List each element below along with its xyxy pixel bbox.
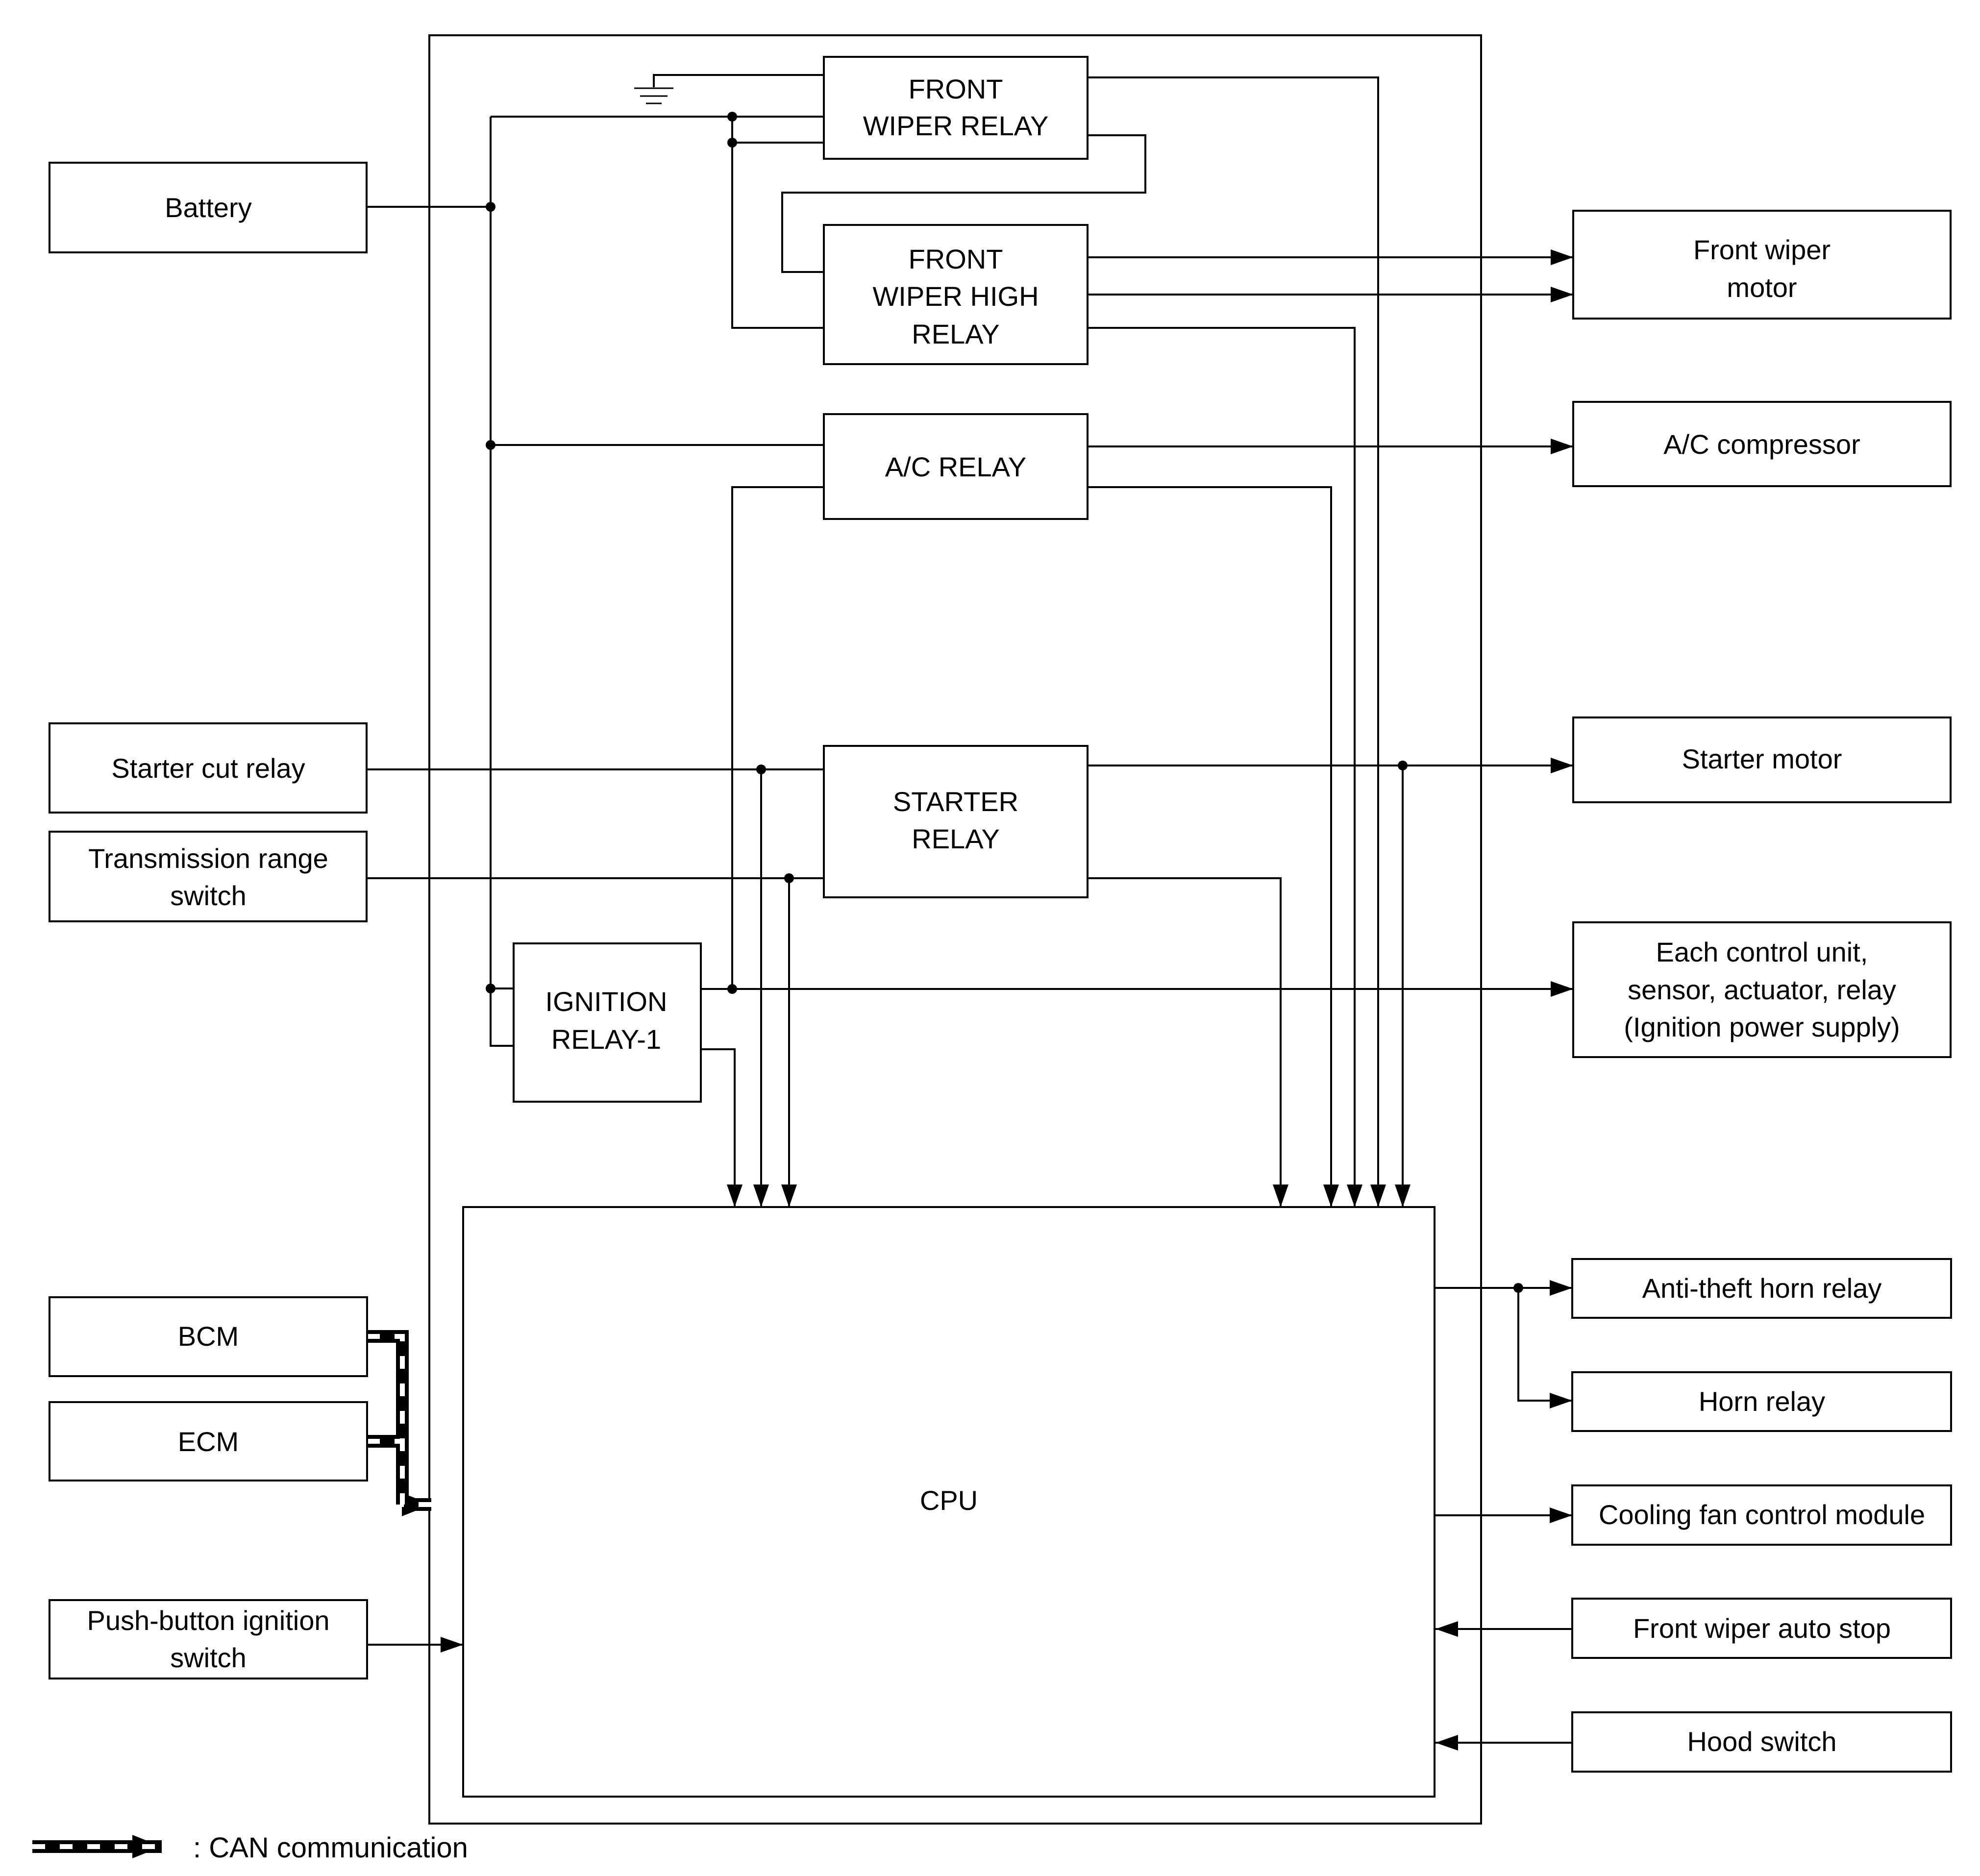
push-button-ignition-switch-label-1: Push-button ignition — [87, 1605, 329, 1636]
front-wiper-high-relay: FRONT WIPER HIGH RELAY — [823, 224, 1089, 365]
front-wiper-auto-stop-box: Front wiper auto stop — [1571, 1598, 1952, 1659]
transmission-range-switch-label-2: switch — [170, 880, 247, 911]
each-control-unit-box: Each control unit, sensor, actuator, rel… — [1572, 921, 1952, 1058]
ac-relay: A/C RELAY — [823, 413, 1089, 520]
ignition-relay-1-label-2: RELAY-1 — [551, 1024, 661, 1055]
bcm-box: BCM — [49, 1296, 368, 1377]
front-wiper-motor-label-1: Front wiper — [1693, 234, 1831, 265]
starter-motor-label: Starter motor — [1682, 743, 1842, 774]
ipdm-frame — [428, 34, 1482, 1825]
ecm-box: ECM — [49, 1401, 368, 1481]
front-wiper-high-relay-label-1: FRONT — [909, 244, 1003, 274]
horn-relay-label: Horn relay — [1699, 1386, 1825, 1417]
battery-label: Battery — [165, 192, 251, 223]
cpu: CPU — [462, 1206, 1436, 1798]
starter-cut-relay-box: Starter cut relay — [49, 722, 368, 814]
can-legend-label: : CAN communication — [193, 1832, 468, 1864]
starter-cut-relay-label: Starter cut relay — [111, 753, 305, 784]
front-wiper-high-relay-label-3: RELAY — [912, 319, 999, 349]
junction-dots — [486, 112, 1523, 1293]
hood-switch-label: Hood switch — [1687, 1726, 1836, 1757]
transmission-range-switch-box: Transmission range switch — [49, 831, 368, 922]
ignition-relay-1-label-1: IGNITION — [545, 986, 668, 1017]
ac-compressor-box: A/C compressor — [1572, 401, 1952, 487]
cooling-fan-control-module-label: Cooling fan control module — [1599, 1499, 1925, 1530]
cpu-label: CPU — [920, 1485, 978, 1516]
ignition-relay-1: IGNITION RELAY-1 — [513, 942, 702, 1103]
legend: : CAN communication — [32, 1832, 468, 1864]
front-wiper-auto-stop-label: Front wiper auto stop — [1633, 1613, 1891, 1644]
front-wiper-relay: FRONT WIPER RELAY — [823, 56, 1089, 160]
bcm-label: BCM — [178, 1321, 239, 1352]
push-button-ignition-switch-label-2: switch — [170, 1642, 247, 1673]
anti-theft-horn-relay-box: Anti-theft horn relay — [1571, 1258, 1952, 1319]
starter-motor-box: Starter motor — [1572, 716, 1952, 803]
push-button-ignition-switch-box: Push-button ignition switch — [49, 1599, 368, 1679]
ac-compressor-label: A/C compressor — [1663, 429, 1860, 460]
front-wiper-motor-box: Front wiper motor — [1572, 210, 1952, 320]
each-control-unit-label-1: Each control unit, — [1656, 937, 1868, 967]
anti-theft-horn-relay-label: Anti-theft horn relay — [1642, 1273, 1882, 1304]
starter-relay: STARTER RELAY — [823, 745, 1089, 898]
front-wiper-relay-label-1: FRONT — [909, 74, 1003, 104]
cooling-fan-control-module-box: Cooling fan control module — [1571, 1484, 1952, 1546]
front-wiper-high-relay-label-2: WIPER HIGH — [872, 281, 1039, 312]
starter-relay-label-1: STARTER — [893, 786, 1018, 817]
front-wiper-relay-label-2: WIPER RELAY — [863, 110, 1049, 141]
starter-relay-label-2: RELAY — [912, 823, 999, 854]
hood-switch-box: Hood switch — [1571, 1711, 1952, 1773]
battery-box: Battery — [49, 162, 368, 253]
transmission-range-switch-label-1: Transmission range — [88, 843, 328, 874]
ac-relay-label: A/C RELAY — [885, 451, 1026, 482]
front-wiper-motor-label-2: motor — [1727, 272, 1797, 303]
can-bus — [367, 1330, 431, 1516]
horn-relay-box: Horn relay — [1571, 1371, 1952, 1432]
each-control-unit-label-2: sensor, actuator, relay — [1628, 974, 1896, 1005]
each-control-unit-label-3: (Ignition power supply) — [1624, 1012, 1900, 1042]
ecm-label: ECM — [178, 1426, 239, 1457]
wiring — [367, 74, 1573, 1751]
